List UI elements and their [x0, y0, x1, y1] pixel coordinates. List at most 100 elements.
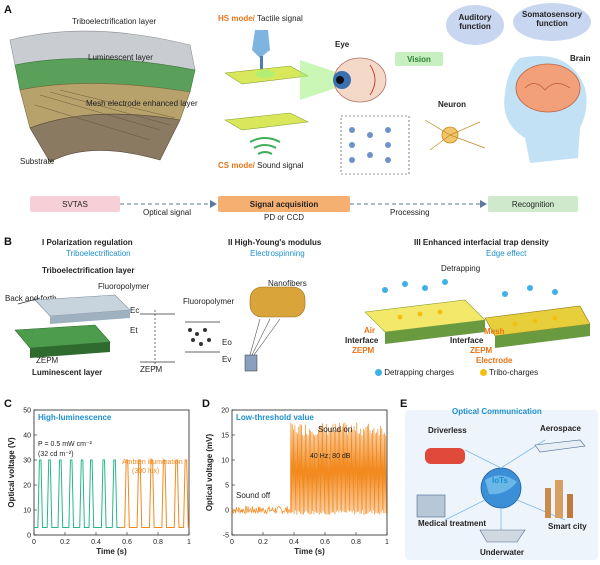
chart-d-xtick-label: 1: [385, 539, 389, 546]
layer-label-substrate: Substrate: [20, 157, 55, 166]
chart-c-ytick-label: 0: [27, 533, 31, 540]
energy-band-diagram: [140, 310, 220, 370]
edge-effect-illustration: [364, 279, 591, 348]
energy-ev: Ev: [222, 355, 232, 364]
electrode-label: Electrode: [476, 356, 513, 365]
brain-label: Brain: [570, 54, 591, 63]
head-brain-illustration: [504, 56, 587, 163]
legend-tribo: Tribo-charges: [480, 368, 538, 377]
zepm-label: ZEPM: [36, 356, 59, 365]
iots-label: IoTs: [492, 476, 508, 485]
layer-label-tribo: Triboelectrification layer: [72, 17, 157, 26]
zepm-orange2-label: ZEPM: [470, 346, 493, 355]
chart-c-ytick-label: 30: [23, 458, 31, 465]
auditory-label: Auditory function: [458, 13, 492, 31]
chart-d-sound-on: Sound on: [318, 425, 352, 434]
chart-c-xtick-label: 0.2: [60, 539, 70, 546]
signal-acquisition-box: Signal acquisition: [218, 196, 350, 212]
neuron-label: Neuron: [438, 100, 466, 109]
smart-city-label: Smart city: [548, 522, 587, 531]
panel-d-letter: D: [202, 398, 210, 410]
back-forth-label: Back and forth: [5, 294, 57, 303]
chart-c-xtick-label: 1: [187, 539, 191, 546]
recognition-box: Recognition: [488, 196, 578, 212]
chart-d-series-0: [231, 422, 387, 515]
luminescent-layer-label: Luminescent layer: [32, 368, 103, 377]
tribo-legend-icon: [480, 369, 487, 377]
chart-d-ytick-label: -5: [223, 533, 229, 540]
chart-c-title: High-luminescence: [38, 413, 112, 422]
panel-a-letter: A: [4, 4, 12, 16]
chart-c-series-1: [120, 459, 189, 528]
energy-ec: Ec: [130, 306, 140, 315]
chart-d-ytick-label: 20: [221, 408, 229, 415]
chart-d-spec: 40 Hz; 80 dB: [310, 453, 351, 460]
chart-c-ylabel: Optical voltage (V): [7, 437, 16, 508]
panel-b-letter: B: [4, 236, 12, 248]
tribo-layer-label: Triboelectrification layer: [42, 266, 135, 275]
light-beam: [300, 60, 345, 100]
chart-c-annot4: (300 lux): [132, 468, 159, 475]
fluoropolymer-label: Fluoropolymer: [98, 282, 150, 291]
chart-d-ytick-label: 0: [225, 508, 229, 515]
chart-d-xlabel: Time (s): [294, 547, 325, 556]
aerospace-label: Aerospace: [540, 424, 581, 433]
nanofibers-label: Nanofibers: [268, 279, 307, 288]
auditory-cloud: [446, 5, 504, 45]
chart-c-ytick-label: 50: [23, 408, 31, 415]
chart-c-xtick-label: 0.4: [91, 539, 101, 546]
chart-d-xtick-label: 0.6: [320, 539, 330, 546]
chart-c-xtick-label: 0.6: [122, 539, 132, 546]
chart-d-xtick-label: 0: [230, 539, 234, 546]
layer-label-mesh: Mesh electrode enhanced layer: [86, 99, 198, 108]
chart-d-sound-off: Sound off: [236, 491, 271, 500]
chart-c-xtick-label: 0: [32, 539, 36, 546]
chart-d-ytick-label: 15: [221, 433, 229, 440]
chart-c-annot1: P = 0.5 mW cm⁻²: [38, 441, 93, 448]
chart-d-title: Low-threshold value: [236, 413, 314, 422]
driverless-label: Driverless: [428, 426, 467, 435]
interface1-label: Interface: [345, 336, 379, 345]
chart-c-series-0: [34, 459, 121, 528]
col1-title: I Polarization regulation: [42, 238, 133, 247]
hs-mode-label: HS mode/ Tactile signal: [218, 14, 303, 23]
sound-device-illustration: [224, 112, 310, 155]
fluoropolymer-label-2: Fluoropolymer: [183, 297, 235, 306]
detrap-legend-icon: [375, 369, 382, 377]
col1-sub: Triboelectrification: [66, 249, 131, 258]
energy-et: Et: [130, 326, 138, 335]
electrospinning-illustration: [244, 286, 306, 372]
somatosensory-label: Somatosensory function: [522, 10, 583, 28]
optical-signal-label: Optical signal: [143, 208, 192, 217]
legend-detrap: Detrapping charges: [375, 368, 454, 377]
layer-label-luminescent: Luminescent layer: [88, 53, 153, 62]
panel-e-letter: E: [400, 398, 408, 410]
zepm-orange1-label: ZEPM: [352, 346, 375, 355]
chart-d-xtick-label: 0.2: [258, 539, 268, 546]
mesh-label: Mesh: [484, 327, 505, 336]
panel-c-letter: C: [4, 398, 12, 410]
tribo-device-illustration: [14, 294, 131, 358]
flow-arrow-line: [120, 200, 487, 208]
somatosensory-cloud: [513, 3, 591, 41]
cs-mode-label: CS mode/ Sound signal: [218, 161, 304, 170]
chart-c-frame: [33, 409, 190, 536]
chart-c-ytick-label: 20: [23, 483, 31, 490]
chart-c-ytick-label: 10: [23, 508, 31, 515]
vision-box: Vision: [395, 52, 443, 66]
zepm-label-2: ZEPM: [140, 365, 163, 374]
tactile-device-illustration: [224, 30, 309, 85]
medical-label: Medical treatment: [418, 519, 487, 528]
chart-c-ytick-label: 40: [23, 433, 31, 440]
optical-communication-illustration: [405, 410, 598, 560]
layered-device-illustration: [9, 30, 196, 163]
chart-c-annot3: Ambien illumination: [122, 459, 183, 466]
chart-d-ytick-label: 5: [225, 483, 229, 490]
detrapping-label: Detrapping: [441, 264, 481, 273]
neural-network-illustration: [340, 115, 410, 175]
interface2-label: Interface: [450, 336, 484, 345]
col2-title: II High-Young's modulus: [228, 238, 322, 247]
energy-eo: Eo: [222, 338, 232, 347]
col2-sub: Electrospinning: [250, 249, 305, 258]
